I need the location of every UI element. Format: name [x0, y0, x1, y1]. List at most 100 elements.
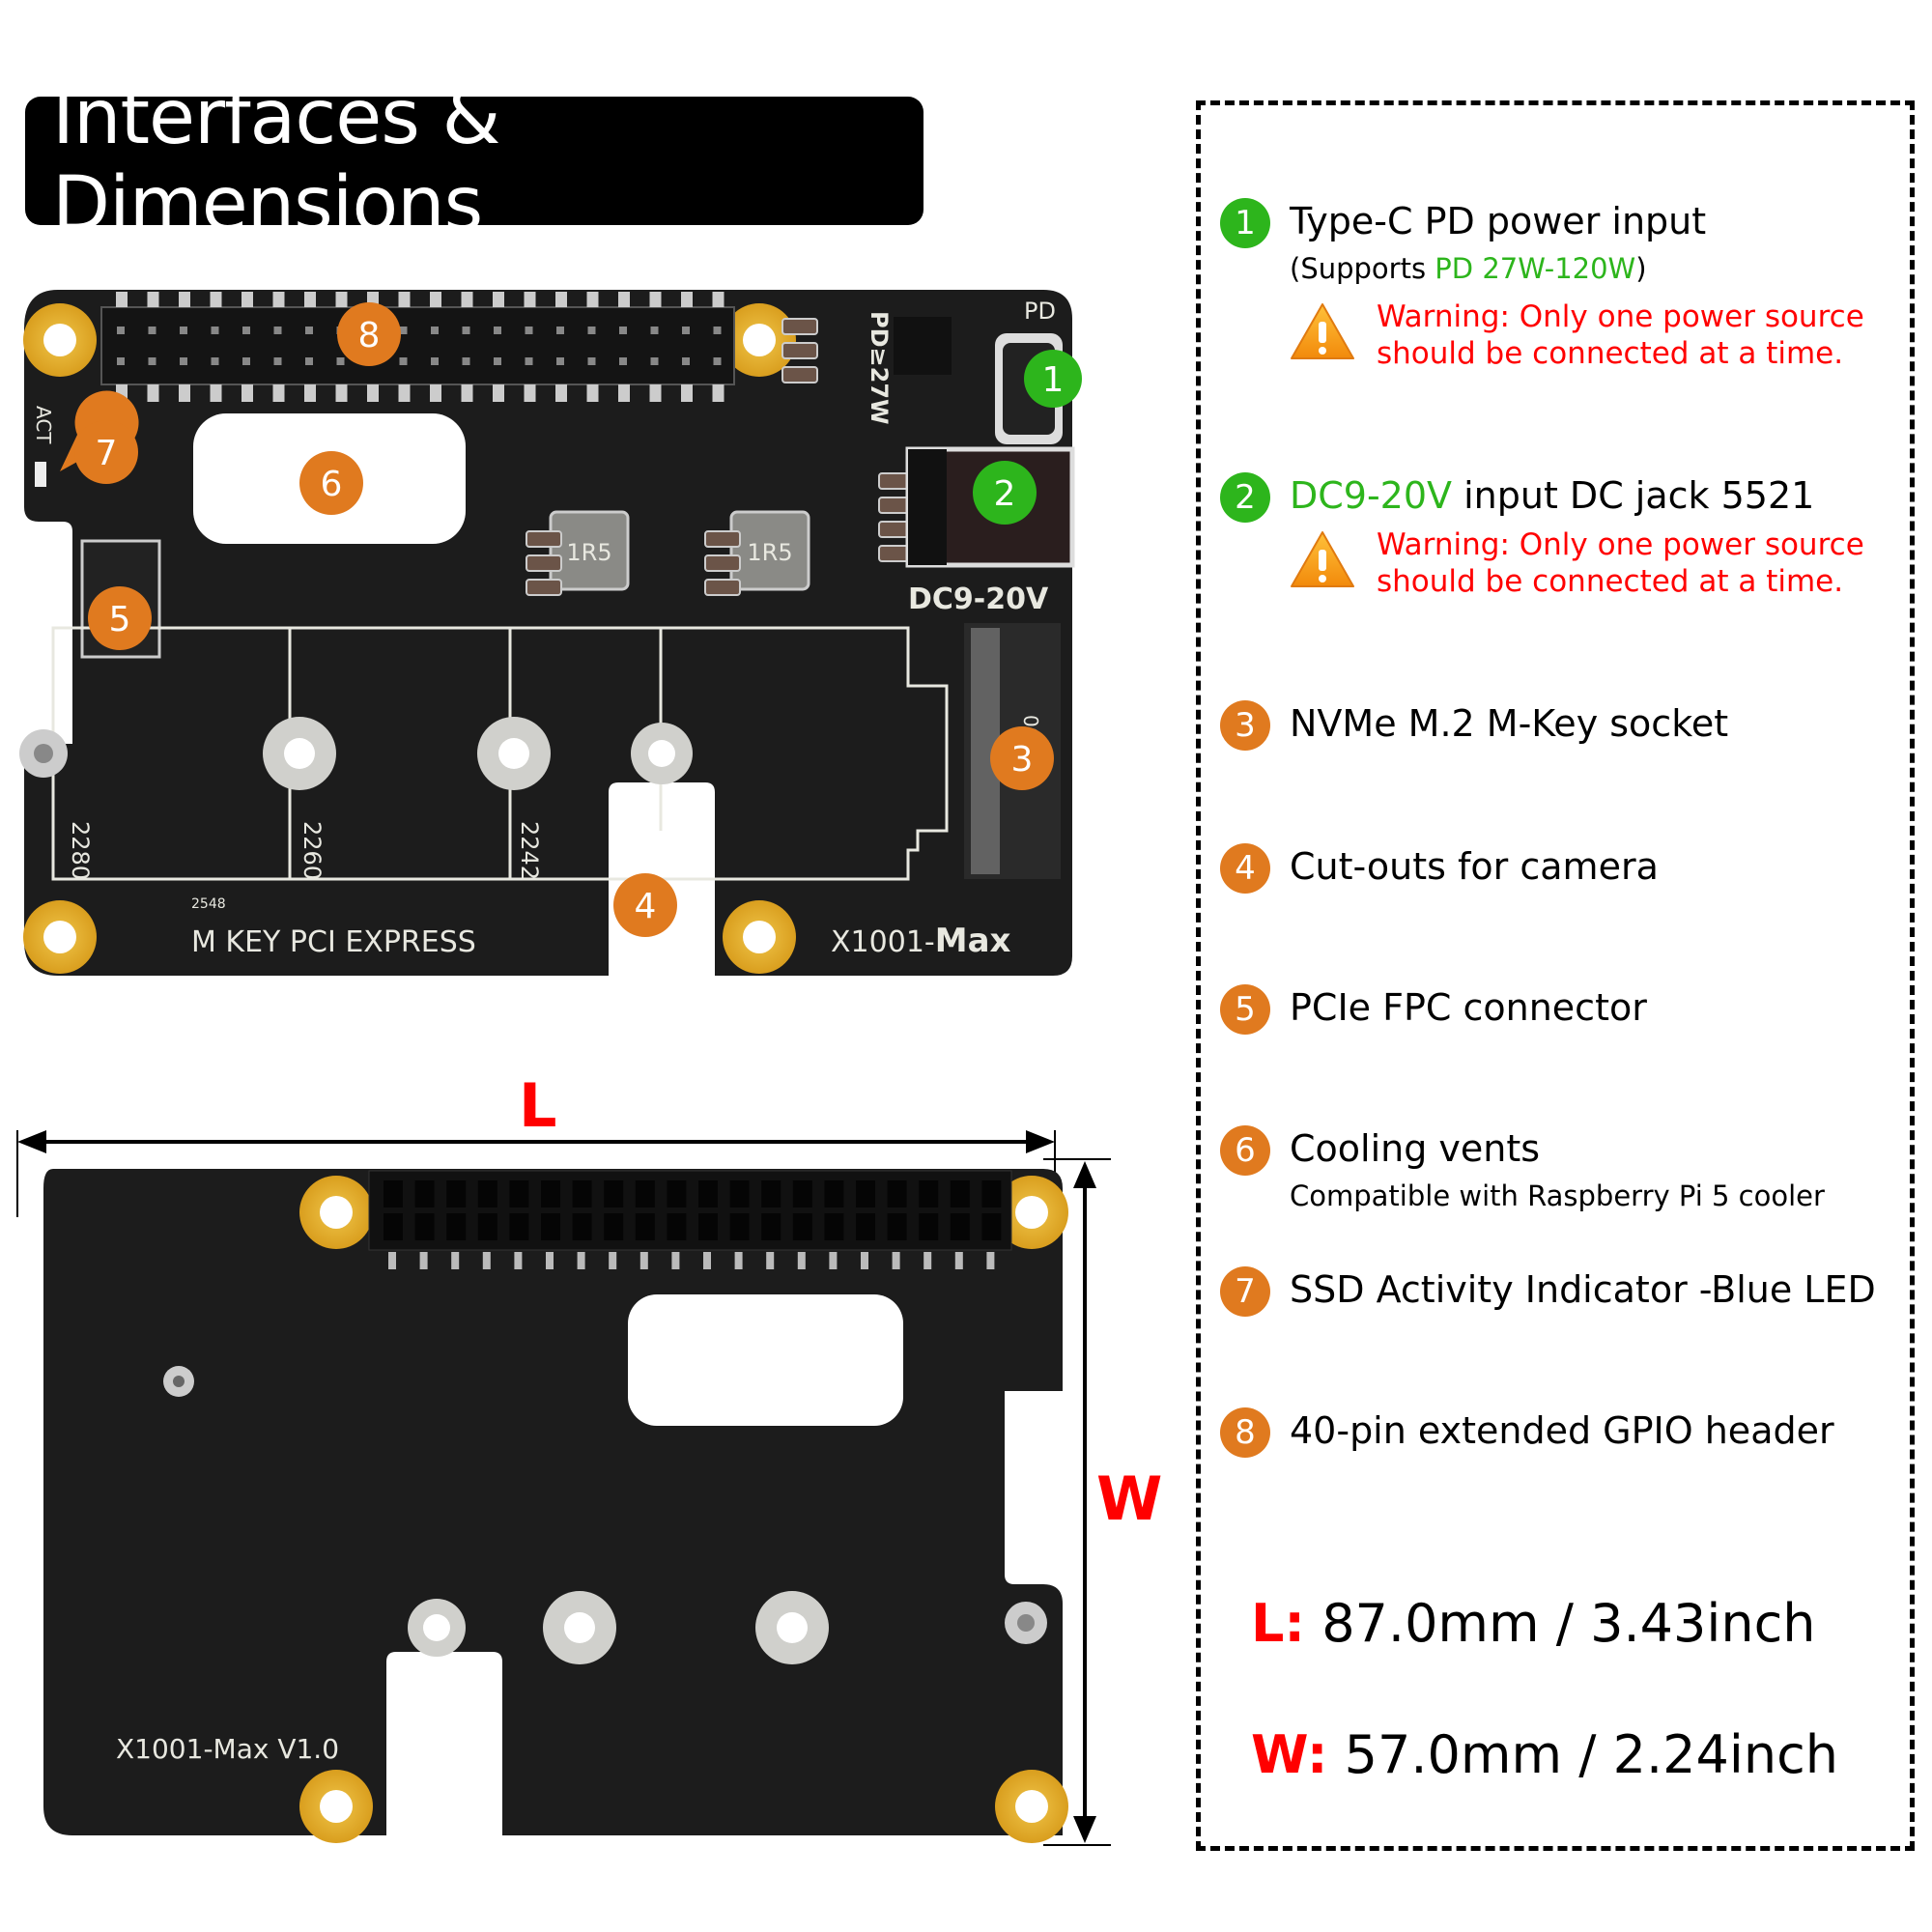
pd-label: PD [1024, 298, 1056, 325]
size-2242-label: 2242 [516, 821, 543, 880]
gpio-pin [892, 1252, 900, 1269]
title-banner: Interfaces & Dimensions [25, 74, 923, 248]
gpio-pin [524, 384, 536, 402]
solder-joint [163, 1366, 194, 1397]
capacitor [704, 579, 741, 596]
gpio-pin [398, 384, 411, 402]
gpio-pin [493, 292, 504, 307]
gpio-pins [384, 1180, 1002, 1269]
gpio-pin [430, 292, 441, 307]
gpio-pin [923, 1252, 932, 1269]
gpio-pin [367, 384, 379, 402]
mounting-hole [299, 1770, 373, 1843]
gpio-pin [712, 292, 724, 307]
svg-text:8: 8 [358, 316, 381, 355]
warning-icon [1291, 303, 1354, 359]
gpio-pin [766, 1252, 775, 1269]
inductor [549, 510, 630, 591]
gpio-pin [577, 1252, 585, 1269]
gpio-pin [649, 384, 662, 402]
activity-led [35, 462, 46, 487]
gpio-pin [797, 1252, 806, 1269]
svg-text:7: 7 [96, 434, 118, 473]
ssd-outline [51, 626, 949, 881]
gpio-pin [861, 1252, 868, 1269]
gpio-pin [461, 292, 473, 307]
svg-text:3: 3 [1011, 740, 1034, 780]
warning-text: Warning: Only one power source should be… [1377, 527, 1864, 599]
capacitor [704, 530, 741, 548]
size-2260-label: 2260 [298, 821, 326, 880]
item-title: Cut-outs for camera [1290, 845, 1659, 888]
number-badge: 6 [1220, 1125, 1270, 1176]
gpio-pin [493, 384, 504, 402]
standoff-2260 [263, 717, 336, 790]
gpio-pin [546, 1252, 554, 1269]
gpio-pin [242, 292, 253, 307]
mounting-hole [995, 1770, 1068, 1843]
gpio-pin [147, 292, 159, 307]
svg-text:2: 2 [994, 474, 1016, 514]
gpio-pin [555, 292, 567, 307]
gpio-pin [681, 384, 693, 402]
gpio-pin [304, 384, 316, 402]
marker-1: 1 [1024, 350, 1082, 408]
length-spec: L: 87.0mm / 3.43inch [1251, 1593, 1816, 1654]
marker-3: 3 [990, 726, 1054, 790]
gpio-pin [419, 1252, 428, 1269]
mounting-hole [723, 303, 796, 377]
number-badge: 7 [1220, 1266, 1270, 1317]
gpio-pin [304, 292, 316, 307]
number-badge: 8 [1220, 1407, 1270, 1458]
standoff [543, 1591, 616, 1664]
standoff [755, 1591, 829, 1664]
gpio-pin [734, 1252, 743, 1269]
act-label: ACT [32, 406, 55, 444]
gpio-pin [451, 1252, 460, 1269]
gpio-pin [618, 384, 630, 402]
number-badge: 1 [1220, 198, 1270, 248]
number-badge: 3 [1220, 700, 1270, 751]
standoff-2242 [477, 717, 551, 790]
capacitor-group [526, 318, 915, 596]
marker-5: 5 [88, 586, 152, 650]
gpio-pin [272, 384, 285, 402]
marker-6: 6 [299, 451, 363, 515]
svg-text:5: 5 [109, 600, 131, 639]
capacitor [526, 579, 562, 596]
gpio-pin [482, 1252, 491, 1269]
marker-4: 4 [613, 873, 677, 937]
ic-chip [894, 317, 952, 375]
inductor [729, 510, 810, 591]
number-badge: 2 [1220, 472, 1270, 523]
gpio-pin [524, 292, 536, 307]
inductor-mark: 1R5 [566, 539, 611, 566]
gpio-pin [514, 1252, 523, 1269]
item-title: SSD Activity Indicator -Blue LED [1290, 1268, 1876, 1311]
item-title: DC9-20V input DC jack 5521 [1290, 474, 1815, 517]
gpio-pin [272, 292, 285, 307]
date-code: 2548 [191, 896, 226, 912]
marker-7: 7 [60, 390, 139, 484]
mounting-hole [723, 900, 796, 974]
capacitor [781, 366, 818, 384]
capacitor [781, 318, 818, 335]
pd-rating-label: PD≥27W [866, 311, 893, 425]
standoff-screw [1005, 1602, 1047, 1644]
item-title: Type-C PD power input [1290, 200, 1707, 242]
bus-label: M KEY PCI EXPRESS [191, 925, 476, 959]
gpio-pin [703, 1252, 711, 1269]
page-title: Interfaces & Dimensions [52, 73, 500, 248]
standoff-screw [19, 729, 68, 778]
capacitor [781, 342, 818, 359]
number-badge: 5 [1220, 984, 1270, 1035]
item-title: NVMe M.2 M-Key socket [1290, 702, 1729, 745]
mounting-hole [23, 900, 97, 974]
standoff-2230 [631, 723, 693, 784]
gpio-pin [335, 384, 348, 402]
gpio-pin [639, 1252, 648, 1269]
marker-8: 8 [337, 302, 401, 366]
gpio-pin [609, 1252, 617, 1269]
item-title: Cooling vents [1290, 1127, 1541, 1170]
standoff [408, 1599, 466, 1657]
